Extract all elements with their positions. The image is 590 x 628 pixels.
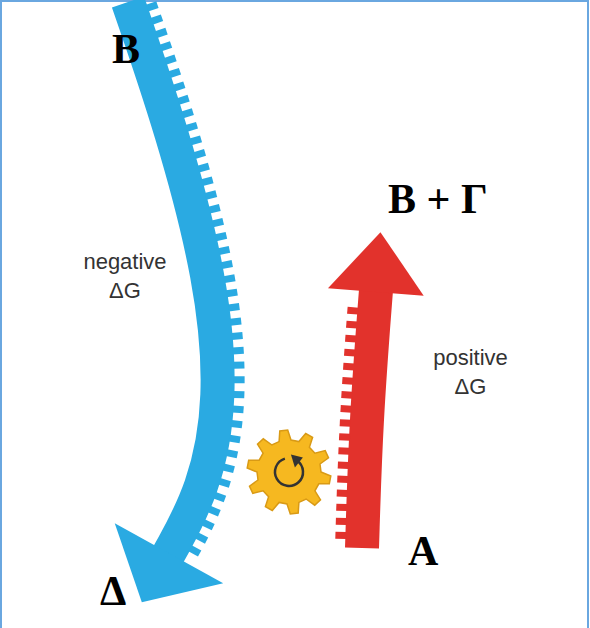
arrow-tooth bbox=[208, 204, 220, 213]
arrow-tooth bbox=[218, 246, 230, 255]
arrow-tooth bbox=[150, 15, 163, 25]
state-label: B bbox=[112, 28, 140, 70]
arrow-tooth bbox=[229, 435, 241, 444]
coupling-gear bbox=[247, 430, 331, 514]
arrow-tooth bbox=[173, 81, 186, 91]
arrow-head bbox=[115, 523, 223, 602]
arrow-tooth bbox=[190, 135, 203, 145]
arrow-tooth bbox=[232, 406, 243, 414]
arrow-band bbox=[128, 2, 218, 555]
arrow-tooth bbox=[160, 41, 173, 51]
arrow-tooth bbox=[345, 335, 356, 343]
arrow-tooth bbox=[155, 28, 168, 38]
arrow-tooth bbox=[197, 163, 209, 173]
arrow-tooth bbox=[146, 1, 159, 11]
arrow-tooth bbox=[231, 332, 243, 340]
arrow-tooth bbox=[181, 108, 194, 118]
arrow-tooth bbox=[212, 218, 224, 227]
arrow-tooth bbox=[342, 377, 353, 385]
arrow-band bbox=[362, 290, 376, 548]
arrow-tooth bbox=[226, 289, 238, 298]
arrow-tooth bbox=[193, 149, 206, 159]
arrow-tooth bbox=[337, 490, 348, 497]
arrow-tooth bbox=[222, 464, 234, 473]
arrow-tooth bbox=[337, 475, 348, 482]
arrow-tooth bbox=[347, 307, 359, 315]
arrow-tooth bbox=[228, 303, 240, 311]
arrow-tooth bbox=[208, 506, 221, 517]
gear-body bbox=[247, 430, 331, 514]
arrow-tooth bbox=[188, 545, 201, 556]
arrow-tooth bbox=[226, 449, 238, 458]
arrow-tooth bbox=[234, 376, 245, 383]
state-label: A bbox=[408, 530, 438, 572]
arrow-tooth bbox=[177, 95, 190, 105]
rotation-arrowhead bbox=[291, 454, 303, 467]
arrow-tooth bbox=[213, 492, 226, 502]
arrow-tooth bbox=[230, 318, 242, 326]
arrow-tooth bbox=[233, 347, 244, 355]
arrow-tooth bbox=[233, 391, 244, 398]
arrow-tooth bbox=[339, 433, 350, 441]
arrow-tooth bbox=[185, 122, 198, 132]
arrow-tooth bbox=[164, 55, 177, 65]
arrow-tooth bbox=[336, 518, 347, 525]
arrow-tooth bbox=[205, 190, 217, 200]
arrow-tooth bbox=[343, 363, 354, 371]
arrow-tooth bbox=[168, 68, 181, 78]
arrow-tooth bbox=[218, 478, 231, 488]
energy-label: positive ΔG bbox=[418, 344, 523, 401]
rotation-arrow bbox=[275, 459, 303, 486]
energy-label: negative ΔG bbox=[70, 248, 180, 305]
arrow-tooth bbox=[215, 232, 227, 241]
positive-dg-arrow bbox=[328, 232, 424, 548]
arrow-tooth bbox=[231, 420, 243, 428]
arrow-tooth bbox=[335, 532, 346, 539]
arrow-tooth bbox=[338, 447, 349, 454]
arrow-tooth bbox=[341, 391, 352, 399]
arrow-tooth bbox=[340, 405, 351, 413]
arrow-tooth bbox=[344, 349, 355, 357]
arrow-tooth bbox=[202, 519, 215, 530]
state-label: B + Γ bbox=[388, 178, 488, 220]
arrow-tooth bbox=[233, 362, 244, 369]
arrow-head bbox=[328, 232, 424, 296]
arrow-tooth bbox=[195, 532, 208, 543]
arrow-tooth bbox=[338, 461, 349, 468]
arrow-tooth bbox=[336, 504, 347, 511]
state-label: Δ bbox=[100, 570, 126, 612]
arrow-tooth bbox=[340, 419, 351, 427]
arrow-tooth bbox=[201, 177, 213, 187]
arrow-tooth bbox=[221, 260, 233, 269]
arrow-tooth bbox=[223, 274, 235, 283]
arrow-tooth bbox=[346, 321, 357, 329]
